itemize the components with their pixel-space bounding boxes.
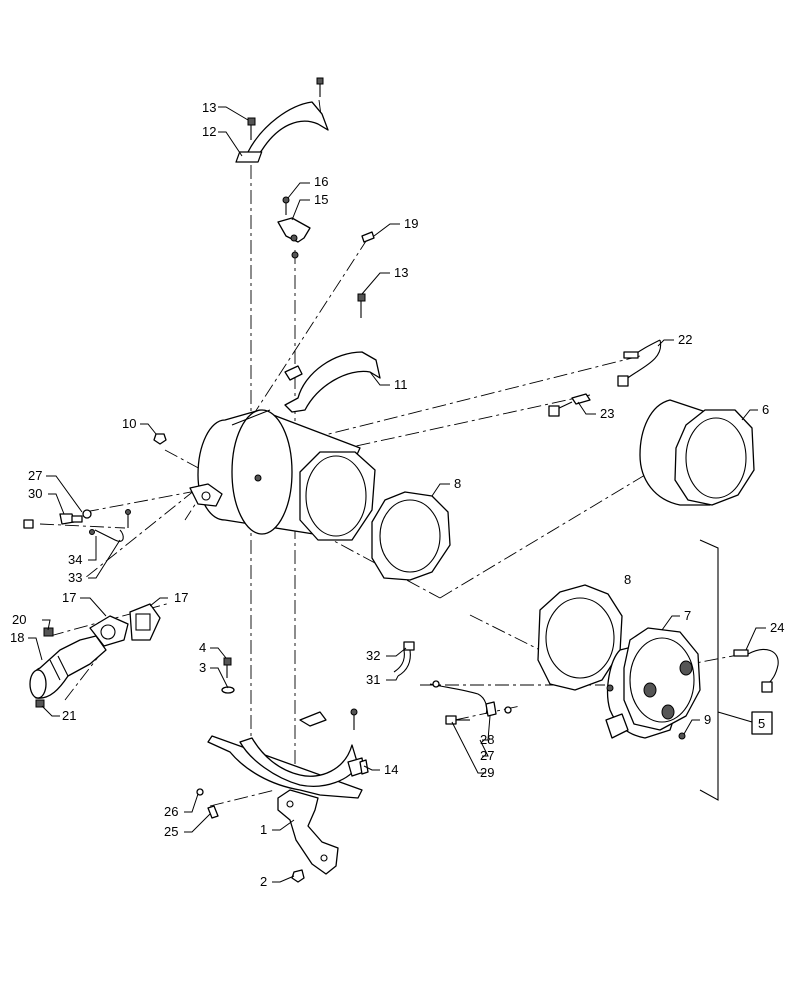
nut-10 [153,433,167,445]
bolt-13-mid [357,293,366,318]
callout-3: 3 [199,660,206,675]
gasket-8-lower [537,584,623,691]
callout-29: 29 [480,765,494,780]
callout-11: 11 [394,377,408,392]
callout-6: 6 [762,402,769,417]
gasket-17-right [129,603,161,641]
callout-7: 7 [684,608,691,623]
callout-4: 4 [199,640,206,655]
lower-saddle [207,711,365,799]
callout-22: 22 [678,332,692,347]
callout-34: 34 [68,552,82,567]
bracket-1 [277,789,339,875]
catalyst-section-6 [639,399,755,506]
gasket-8-upper [371,491,451,581]
leader-lines [28,106,766,883]
callout-30: 30 [28,486,42,501]
sensor-tube-right [393,641,512,725]
bolt-13-top [247,117,256,140]
sensor-bracket [277,196,311,259]
callout-8-lower: 8 [624,572,631,587]
sensor-fitting-left [23,509,131,542]
bolt-top-right [316,77,324,97]
bolt-4 [223,657,232,678]
callout-12: 12 [202,124,216,139]
callout-21: 21 [62,708,76,723]
callout-9: 9 [704,712,711,727]
muffler-body [189,409,376,541]
callout-14: 14 [384,762,398,777]
callout-10: 10 [122,416,136,431]
callout-31: 31 [366,672,380,687]
callout-8-upper: 8 [454,476,461,491]
callout-16: 16 [314,174,328,189]
callout-2: 2 [260,874,267,889]
callout-18: 18 [10,630,24,645]
callout-20: 20 [12,612,26,627]
callout-17-right: 17 [174,590,188,605]
nut-26 [196,788,204,796]
end-cap-7 [605,627,701,740]
callout-15: 15 [314,192,328,207]
callout-26: 26 [164,804,178,819]
callout-27-left: 27 [28,468,42,483]
callout-17-left: 17 [62,590,76,605]
callout-labels: 13 12 16 15 19 13 11 22 23 6 10 8 27 30 … [10,100,784,889]
callout-13-top: 13 [202,100,216,115]
bolt-25 [207,805,219,819]
middle-strap [284,351,381,413]
callout-1: 1 [260,822,267,837]
elbow-pipe-18 [29,627,107,708]
callout-23: 23 [600,406,614,421]
sensor-pin-19 [361,231,375,243]
callout-24: 24 [770,620,784,635]
callout-28: 28 [480,732,494,747]
callout-32: 32 [366,648,380,663]
callout-27-right: 27 [480,748,494,763]
group-bracket-5 [699,539,773,801]
callout-33: 33 [68,570,82,585]
upper-strap [235,101,329,163]
callout-5: 5 [758,716,765,731]
sensor-24 [733,649,779,693]
callout-19: 19 [404,216,418,231]
sensor-22 [617,339,662,387]
callout-13-mid: 13 [394,265,408,280]
bolt-14 [350,708,369,775]
callout-25: 25 [164,824,178,839]
sensor-23 [548,393,591,417]
